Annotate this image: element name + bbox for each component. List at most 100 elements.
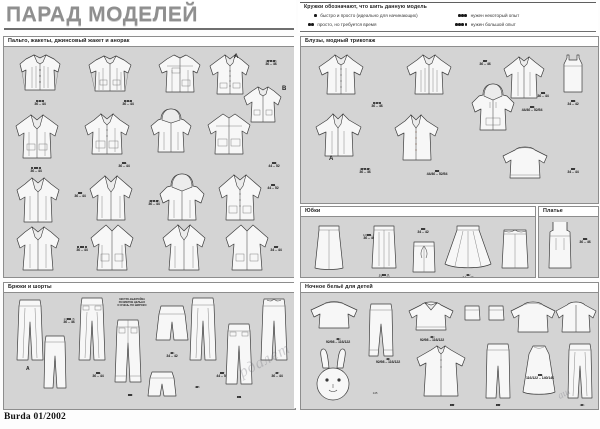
caption-coat-105: 105 A, B 36 – 46 [250,56,292,67]
caption-trousers-117: 117 36 – 44 [260,368,294,379]
caption-size-112: 36 – 44 [74,194,86,199]
caption-dots-104 [16,163,56,169]
caption-model-138: 138 [194,384,200,389]
caption-model-132: 132 [465,272,471,277]
caption-dots-109 [254,158,294,164]
section-dress-title: Платье [543,208,563,215]
caption-model-107: 107 [273,244,279,249]
caption-model-skirt-111: 111 A, B [378,272,390,277]
garment-skirt-111 [365,220,403,272]
caption-model-pants-117: 117 [274,370,280,375]
caption-coat-101: 101 36 – 44 [20,96,60,107]
caption-dots-105 [250,56,292,62]
caption-model-112: 112 [77,190,83,195]
caption-model-123: 123 [570,98,576,103]
section-skirts-header: Юбки [301,207,535,217]
caption-blouse-116: 116 36 – 46 [355,98,399,109]
caption-model-106: 106 [121,160,127,165]
caption-size-137: 44 – 52 [216,374,228,379]
caption-model-kids-142b: 142 [495,402,501,407]
caption-size-pants-117: 36 – 44 [271,374,283,379]
garment-blouse-120 [495,52,553,104]
caption-coat-113: 113 A, B 36 – 44 [132,196,176,207]
caption-skirt-111: 111 A, B 36 – 44 [363,270,405,277]
caption-model-114: 114 [79,244,85,249]
caption-model-120: 120 [529,104,535,109]
legend-rule-bottom [300,31,596,33]
legend-item-4: нужен большой опыт [455,22,516,28]
caption-trousers-139: 139 [112,390,148,397]
caption-model-128: 128 A – C [362,232,376,237]
caption-dots-kids-144 [551,400,598,406]
caption-dots-138 [180,382,214,388]
caption-dots-137 [202,368,242,374]
garment-coat-108 [8,172,66,228]
caption-size-kids-141: 92/98 – 116/122 [375,360,401,365]
section-blouses-title: Блузы, модный трикотаж [305,38,376,45]
caption-model-kids-139: 139 [335,336,341,341]
garment-coat-long-4 [218,220,274,274]
caption-dots-114 [62,242,102,248]
section-kids-nightwear: Ночное бельё для детей 139 92/98 – 116/1… [300,282,599,410]
difficulty-dots-2 [308,22,314,28]
caption-skirt-132: 132 34 – 42 [449,270,487,278]
garment-trousers-141 [222,320,256,390]
garment-coat-105a [204,50,256,100]
variant-letter-a-coats: A [234,54,239,60]
caption-model-109: 109 [271,160,277,165]
page-title: ПАРАД МОДЕЛЕЙ [6,3,199,26]
garment-sweater-127 [497,138,553,182]
caption-model-136: 136 [95,370,101,375]
caption-blouse-123: 123 34 – 42 [553,96,593,107]
legend-item-3-label: нужен некоторый опыт [470,13,520,18]
caption-model-137: 137 [219,370,225,375]
garment-coat-110-hooded [144,106,198,158]
garment-shorts-134 [152,302,192,346]
caption-trousers-136: 136 36 – 44 [80,368,116,379]
section-kids-header: Ночное бельё для детей [301,283,598,293]
caption-coat-112: 112 36 – 44 [60,188,100,199]
difficulty-legend: Кружки обозначают, что шить данную модел… [298,2,598,33]
caption-size-116: 36 – 46 [371,104,383,109]
caption-skirt-129: 129 44 – 52 [529,230,535,241]
caption-coat-114: 114 36 – 44 [62,242,102,253]
garment-kids-pants-144 [563,340,597,404]
section-coats: Пальто, жакеты, джинсовый жакет и анорак… [3,36,296,278]
caption-dots-116 [355,98,399,104]
caption-kids-142: 142 [423,400,481,407]
caption-trousers-141: 141 [222,392,256,399]
caption-model-118: 118 A, B [359,166,371,171]
section-skirts: Юбки 128 A – C 36 – 46 [300,206,536,278]
caption-size-132: 34 – 42 [462,277,473,278]
caption-dots-120 [505,102,559,108]
section-dress-body: 133 36 – 46 [539,216,598,277]
variant-letter-a-trousers: A [26,366,30,372]
caption-dots-129 [529,230,535,233]
garment-trousers-135a [12,296,48,366]
caption-coat-107: 107 34 – 44 [258,242,294,253]
section-skirts-body: 128 A – C 36 – 46 111 A, B 36 – 44 130 3… [301,216,535,277]
caption-dots-130 [405,224,441,230]
garment-kids-pants-142 [481,340,515,404]
caption-size-123: 34 – 42 [567,102,579,107]
caption-size-118: 36 – 46 [359,170,371,175]
garment-skirt-132-flared [441,220,495,272]
caption-model-kids-141: 141 [385,356,391,361]
caption-dots-pants-117 [260,368,294,374]
caption-dots-102 [108,96,148,102]
section-blouses-header: Блузы, модный трикотаж [301,37,598,47]
caption-kids-142b: 142 [483,400,513,407]
caption-dots-119 [411,166,463,172]
caption-trousers-135: 135 A, B 36 – 46 [48,314,90,325]
caption-blouse-127: 127 34 – 44 [553,164,593,175]
section-kids-body: 139 92/98 – 116/122 140 92/98 – [301,292,598,409]
caption-model-kids-142: 142 [449,402,455,407]
caption-dots-121 [523,88,563,94]
garment-coat-long-3 [154,220,212,274]
section-dress-header: Платье [539,207,598,217]
caption-model-kids-143: 143 [537,372,543,377]
caption-size-106: 36 – 44 [118,164,130,169]
garment-coat-111-hooded [154,170,210,226]
garment-kids-nightgown-143 [517,340,561,400]
garment-coat-102 [82,50,138,98]
